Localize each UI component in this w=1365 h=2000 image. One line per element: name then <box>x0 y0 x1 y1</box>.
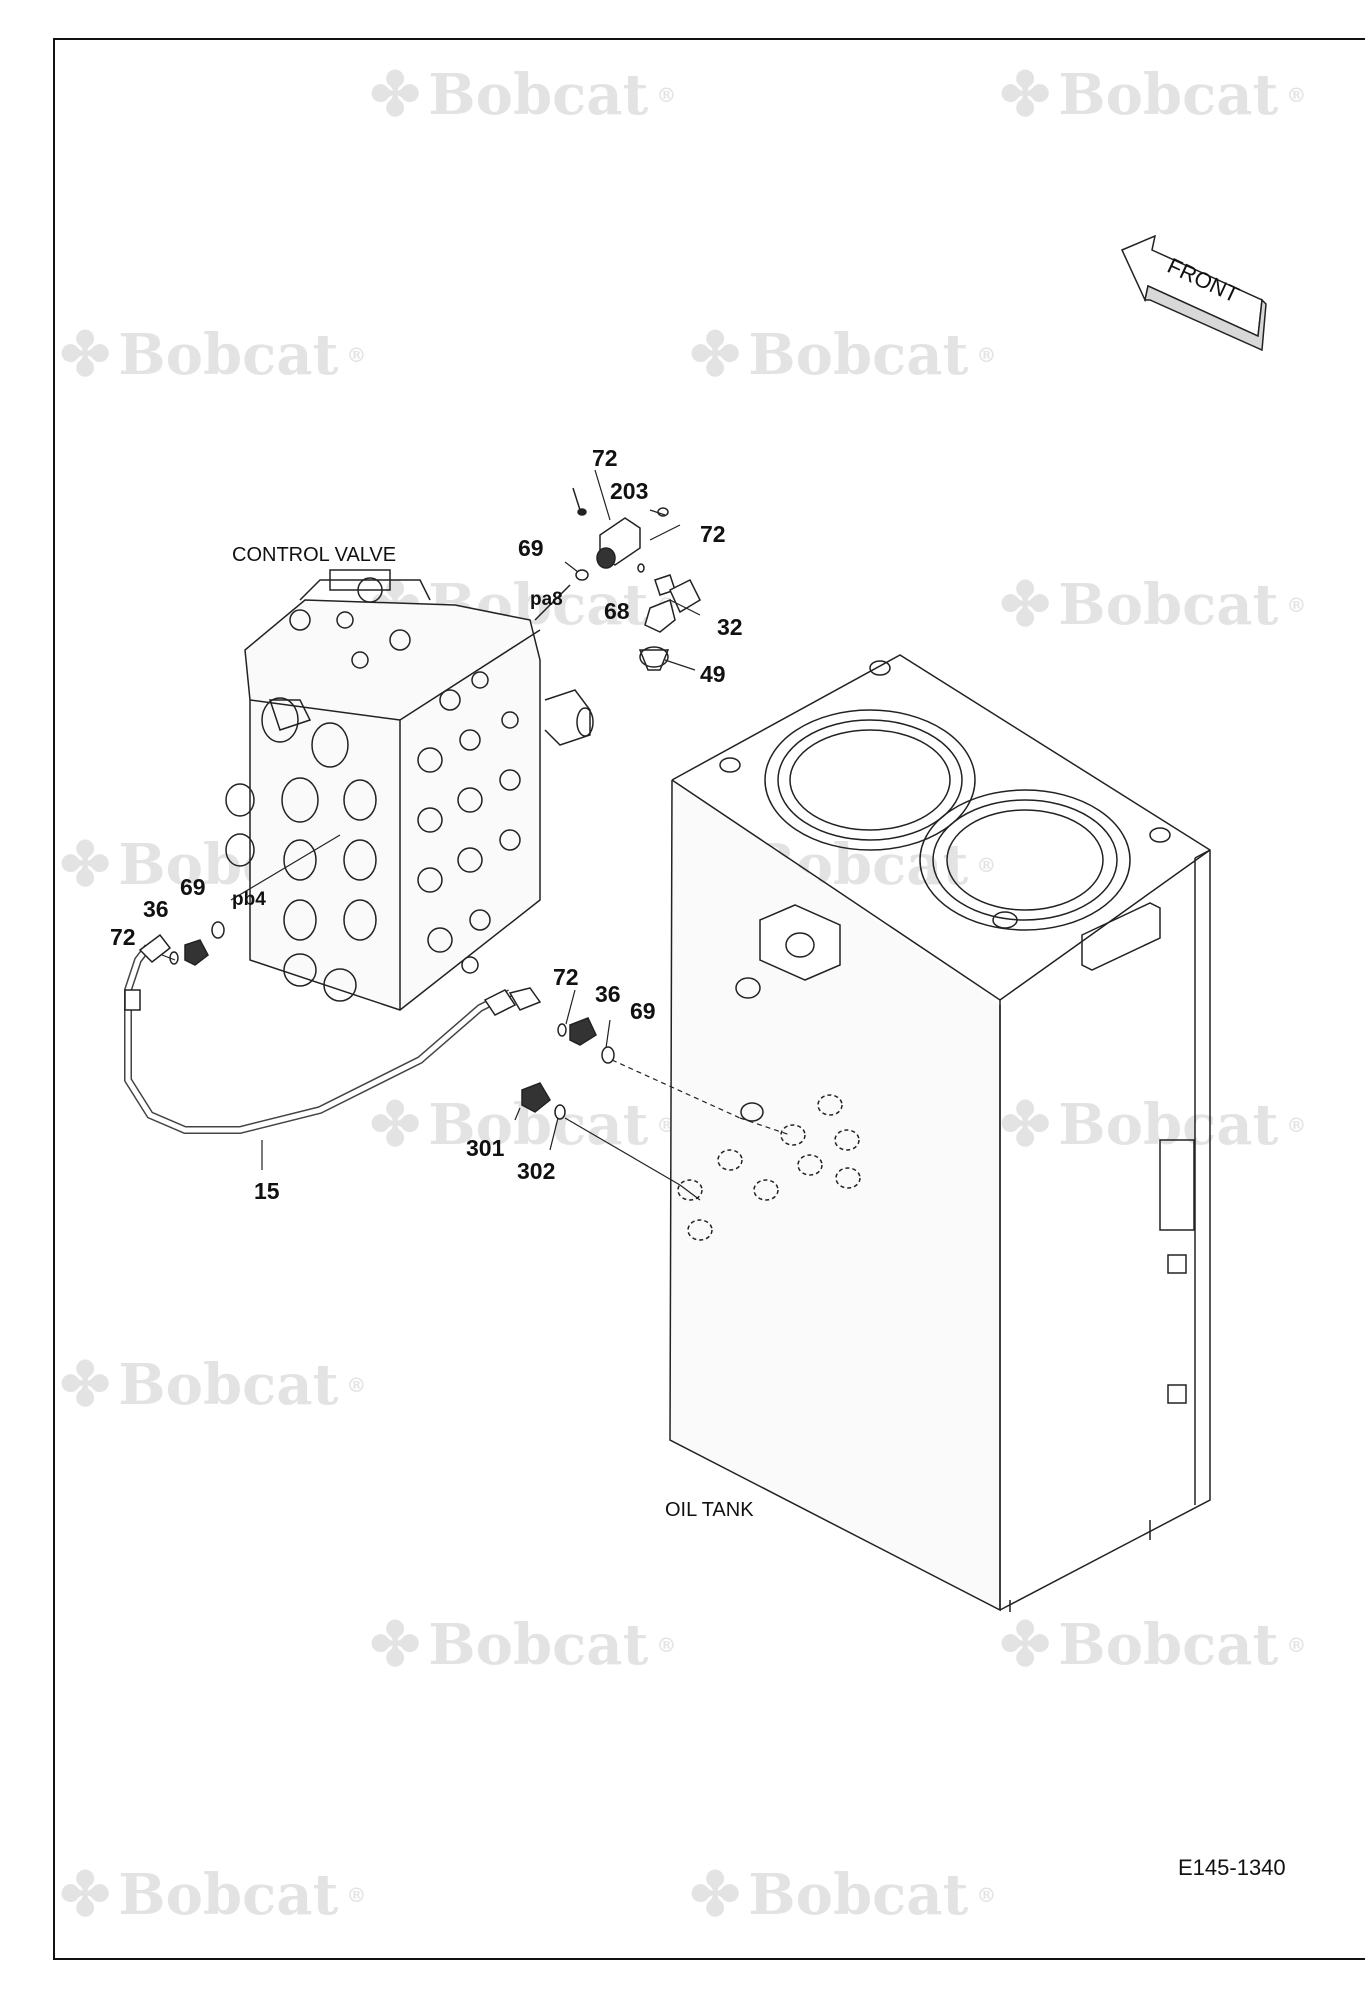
port-label-pb4: pb4 <box>232 889 266 910</box>
oil-tank-drawing <box>669 654 1211 1612</box>
callout-36-left: 36 <box>143 896 169 922</box>
drawing-number: E145-1340 <box>1178 1855 1286 1880</box>
callout-68: 68 <box>604 598 630 624</box>
callout-301: 301 <box>466 1135 505 1161</box>
callout-69-left: 69 <box>180 874 206 900</box>
callout-302: 302 <box>517 1158 556 1184</box>
callout-15: 15 <box>254 1178 280 1204</box>
callout-69-top: 69 <box>518 535 544 561</box>
pressure-switch-assembly <box>534 487 701 671</box>
hose-assembly <box>124 921 615 1134</box>
port-label-pa8: pa8 <box>530 589 563 610</box>
drawing-frame <box>53 38 1365 1960</box>
control-valve-drawing <box>225 569 594 1011</box>
callout-72-left: 72 <box>110 924 136 950</box>
callout-49: 49 <box>700 661 726 687</box>
callout-203: 203 <box>610 478 649 504</box>
front-arrow-icon <box>1120 234 1267 352</box>
control-valve-label: CONTROL VALVE <box>232 544 397 566</box>
callout-72-mid: 72 <box>553 964 579 990</box>
callout-36-mid: 36 <box>595 981 621 1007</box>
leader-lines <box>161 469 791 1201</box>
oil-tank-label: OIL TANK <box>665 1499 754 1521</box>
callout-72-right: 72 <box>700 521 726 547</box>
callout-72-top: 72 <box>592 445 618 471</box>
callout-32: 32 <box>717 614 743 640</box>
callout-69-mid: 69 <box>630 998 656 1024</box>
